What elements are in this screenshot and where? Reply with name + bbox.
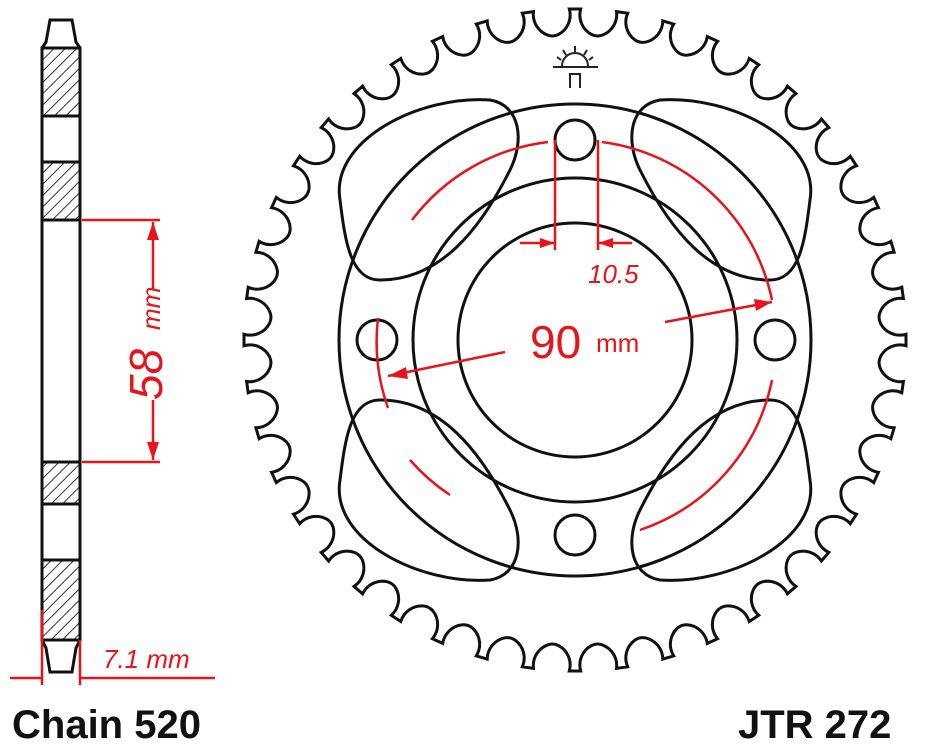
center-bore	[456, 221, 694, 459]
bolt-circle-value: 90	[530, 316, 581, 368]
sprocket-teeth	[242, 7, 908, 673]
jt-logo	[553, 46, 598, 88]
center-bore-unit: mm	[136, 287, 166, 330]
thickness-dimension	[10, 610, 215, 685]
bolt-circle-unit: mm	[596, 328, 639, 358]
bolt-circle-dimension	[375, 140, 774, 532]
thickness-value: 7.1 mm	[103, 644, 190, 674]
bolt-hole	[553, 513, 597, 557]
sprocket-front-view	[242, 7, 908, 673]
lightening-slots	[337, 98, 813, 582]
part-number: JTR 272	[738, 703, 891, 747]
center-bore-value: 58	[120, 348, 172, 400]
chain-label: Chain 520	[12, 703, 201, 747]
bolt-hole	[553, 118, 597, 162]
bolt-hole	[753, 318, 797, 362]
center-bore-dimension	[82, 218, 160, 464]
bolt-hole-dimension	[520, 140, 632, 250]
bolt-hole-value: 10.5	[588, 259, 639, 289]
side-profile	[40, 18, 82, 674]
